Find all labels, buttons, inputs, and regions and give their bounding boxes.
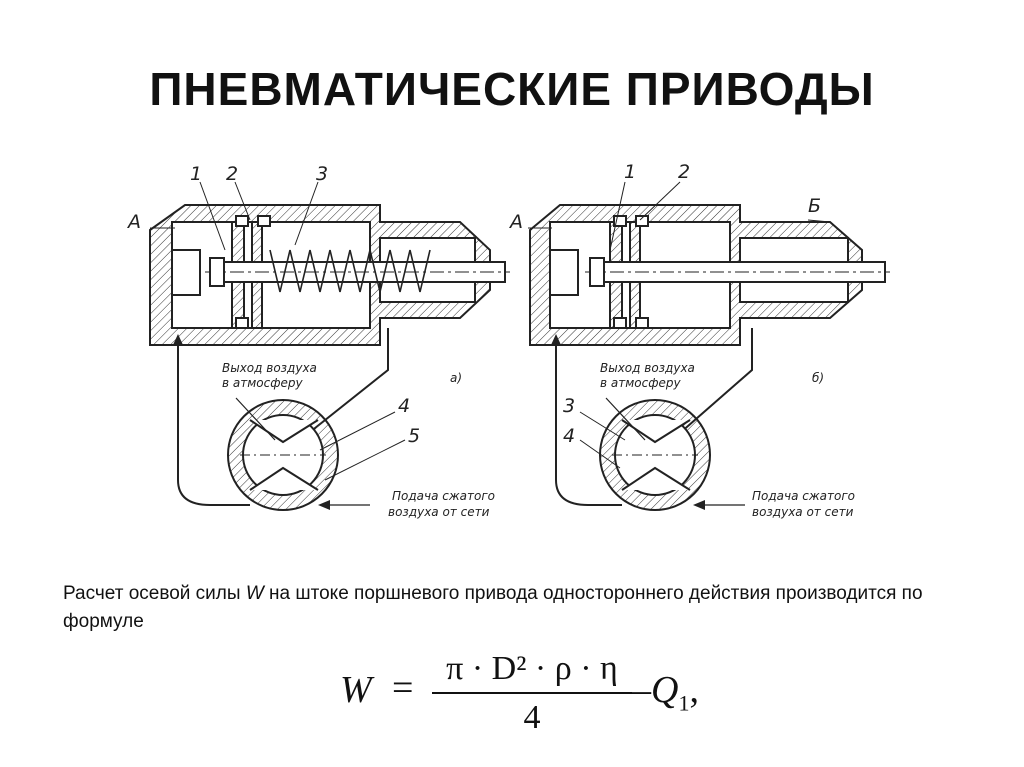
diagram-b-exhaust-2: в атмосферу [600, 376, 681, 390]
diagram-a-variant: а) [450, 371, 462, 385]
formula-trail: , [689, 669, 699, 711]
diagram-a [149, 181, 510, 511]
description-paragraph: Расчет осевой силы W на штоке поршневого… [63, 580, 963, 636]
diagram-b-supply-2: воздуха от сети [752, 505, 854, 519]
diagram-a-exhaust-2: в атмосферу [222, 376, 303, 390]
diagram-a-label-1: 1 [190, 163, 202, 185]
paragraph-variable: W [245, 583, 264, 604]
diagram-a-label-2: 2 [226, 163, 238, 185]
diagram-a-supply-2: воздуха от сети [388, 505, 490, 519]
paragraph-part-2: на штоке поршневого привода односторонне… [63, 583, 923, 632]
diagram-a-supply-1: Подача сжатого [392, 489, 495, 503]
formula-tail: –Q1, [632, 668, 699, 717]
formula-fraction: π · D² · ρ · η 4 [432, 648, 632, 738]
diagram-b-supply-1: Подача сжатого [752, 489, 855, 503]
pneumatic-drive-drawings: А 1 2 3 4 5 а) Выход воздуха в атмосферу… [0, 150, 1024, 560]
formula-lhs: W [340, 669, 372, 711]
slide-title: ПНЕВМАТИЧЕСКИЕ ПРИВОДЫ [149, 63, 875, 115]
formula-numerator: π · D² · ρ · η [446, 650, 618, 687]
formula-fraction-bar [432, 692, 632, 694]
formula-q: Q [651, 669, 679, 711]
formula-denominator: 4 [523, 699, 541, 736]
diagram-b-label-3: 3 [563, 395, 575, 417]
diagram-b-label-1: 1 [624, 161, 636, 183]
paragraph-part-1: Расчет осевой силы [63, 583, 246, 604]
diagram-b-exhaust-1: Выход воздуха [600, 361, 695, 375]
diagram-b-label-a: А [508, 211, 523, 233]
formula-minus: – [632, 669, 651, 711]
diagram-a-label-5: 5 [408, 425, 420, 447]
formula-equals: = [392, 667, 414, 709]
diagram-b-label-b: Б [808, 195, 821, 217]
diagram-b [528, 181, 890, 511]
force-formula: W = π · D² · ρ · η 4 –Q1, [340, 648, 760, 758]
diagram-b-label-4: 4 [563, 425, 575, 447]
diagram-a-label-3: 3 [316, 163, 328, 185]
diagram-a-exhaust-1: Выход воздуха [222, 361, 317, 375]
diagram-b-variant: б) [812, 371, 824, 385]
diagram-b-label-2: 2 [678, 161, 690, 183]
diagram-a-label-4: 4 [398, 395, 410, 417]
formula-q-sub: 1 [678, 690, 690, 716]
diagram-a-label-a: А [126, 211, 141, 233]
